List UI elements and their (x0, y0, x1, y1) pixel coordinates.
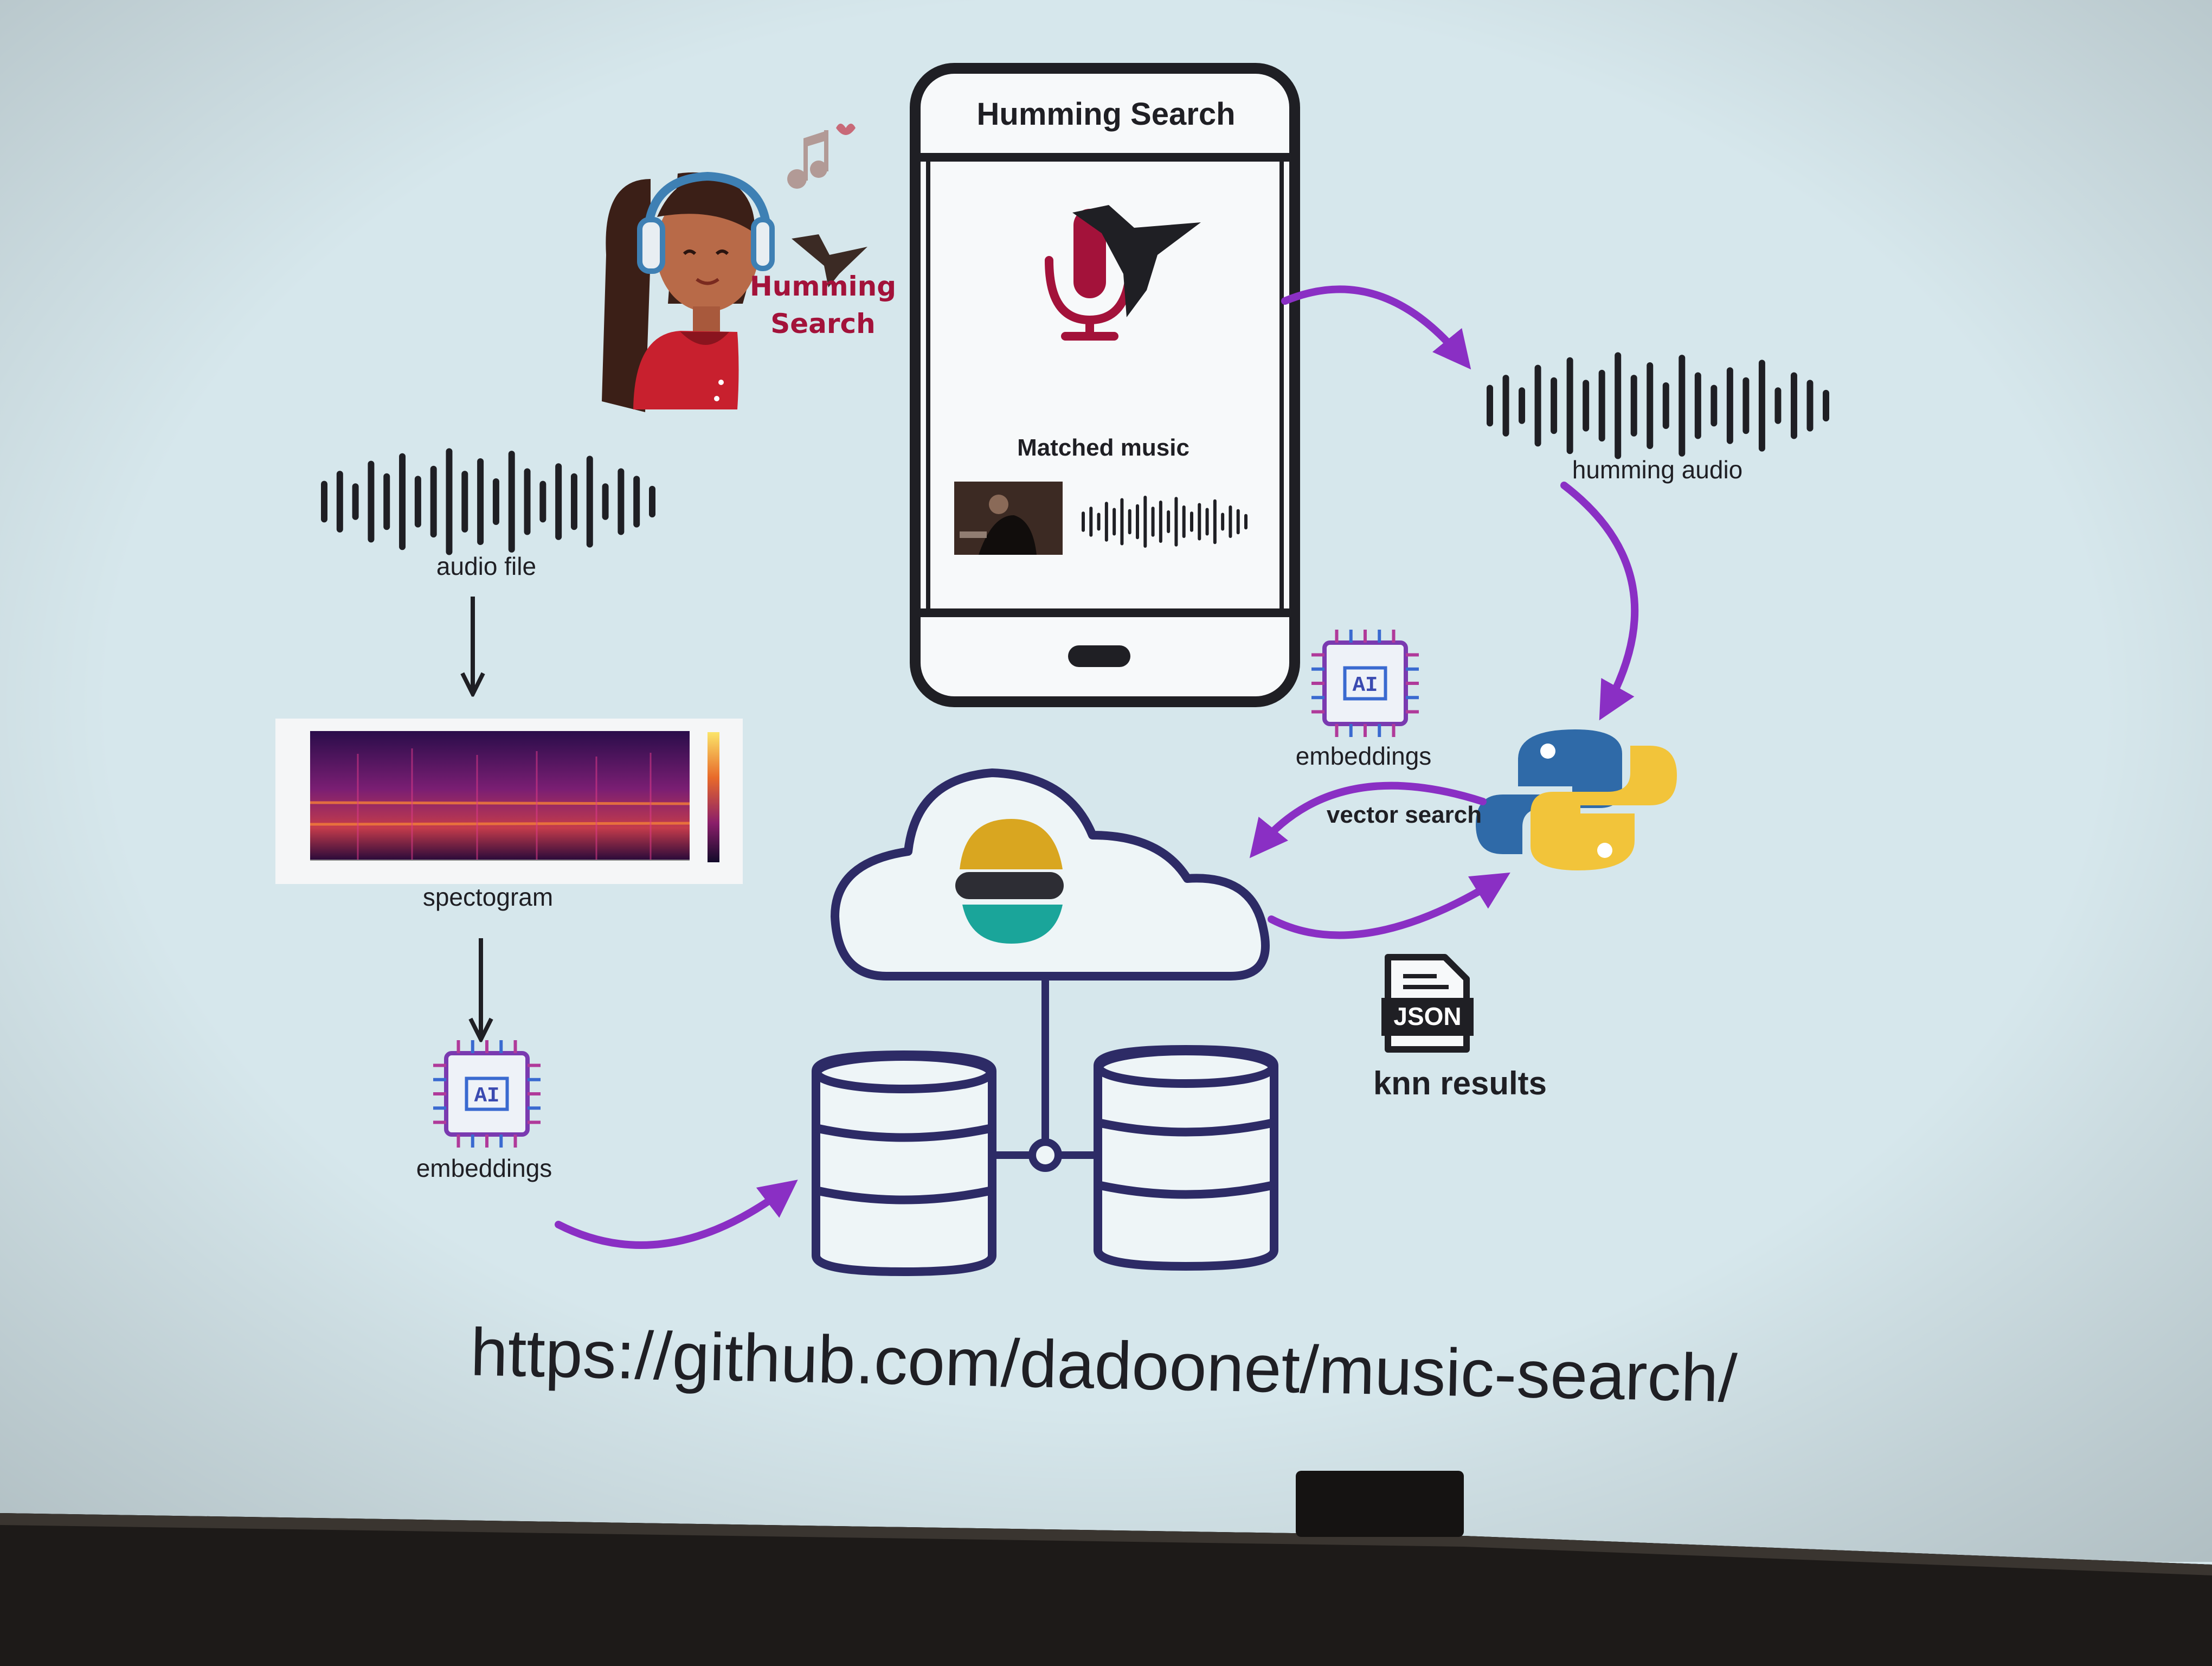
ai-chip-icon-left: AI (433, 1040, 541, 1148)
database-left-icon[interactable] (812, 1050, 996, 1277)
arrow-embeddings-to-databases (555, 1180, 798, 1249)
album-thumbnail[interactable] (954, 482, 1063, 555)
chip-core (1343, 666, 1387, 701)
embeddings-label-left: embeddings (416, 1154, 552, 1182)
phone-title: Humming Search (977, 97, 1236, 132)
small-hummingbird-icon (792, 234, 867, 287)
hummingbird-icon (1072, 205, 1201, 317)
arrow-cloud-to-python (1268, 872, 1510, 939)
badge-line-1: Humming (750, 271, 896, 302)
knn-results-label: knn results (1373, 1065, 1547, 1101)
arrow-humming-audio-to-python (1560, 482, 1639, 721)
phone-body (910, 63, 1300, 707)
arrow-python-to-cloud (1249, 781, 1487, 858)
phone-screen-border (926, 155, 1284, 615)
spectogram-image[interactable] (275, 719, 743, 884)
python-logo-icon[interactable] (1476, 729, 1677, 870)
database-connectors (992, 976, 1098, 1172)
projector-sensor (1296, 1471, 1464, 1537)
audio-file-label: audio file (436, 552, 536, 580)
screen-bottom-edge (0, 1513, 2212, 1575)
json-badge-label: JSON (1393, 1002, 1461, 1030)
phone-home-button[interactable] (1068, 645, 1130, 667)
matched-music-label: Matched music (1017, 434, 1189, 461)
database-right-icon[interactable] (1094, 1045, 1278, 1271)
humming-audio-label: humming audio (1572, 456, 1743, 484)
chip-core (465, 1077, 509, 1111)
girl-with-headphones-illustration (602, 171, 775, 412)
json-file-icon[interactable]: JSON (1381, 954, 1474, 1053)
audio-file-waveform[interactable] (321, 448, 655, 555)
humming-search-badge: Humming Search (750, 271, 896, 339)
humming-audio-waveform[interactable] (1487, 352, 1829, 459)
music-notes-icon (787, 124, 856, 189)
ai-chip-label: AI (474, 1084, 500, 1108)
spectogram-label: spectogram (423, 883, 553, 911)
badge-line-2: Search (770, 308, 876, 339)
embeddings-label-right: embeddings (1296, 742, 1432, 770)
matched-track-waveform[interactable] (1082, 496, 1248, 548)
phone-mockup: Humming Search Matched music (910, 63, 1300, 707)
elastic-logo-icon[interactable] (955, 819, 1064, 944)
vector-search-label: vector search (1327, 802, 1482, 828)
ai-chip-icon-right: AI (1311, 630, 1419, 737)
ai-chip-label: AI (1353, 674, 1378, 697)
arrow-phone-to-humming-audio (1281, 285, 1471, 370)
